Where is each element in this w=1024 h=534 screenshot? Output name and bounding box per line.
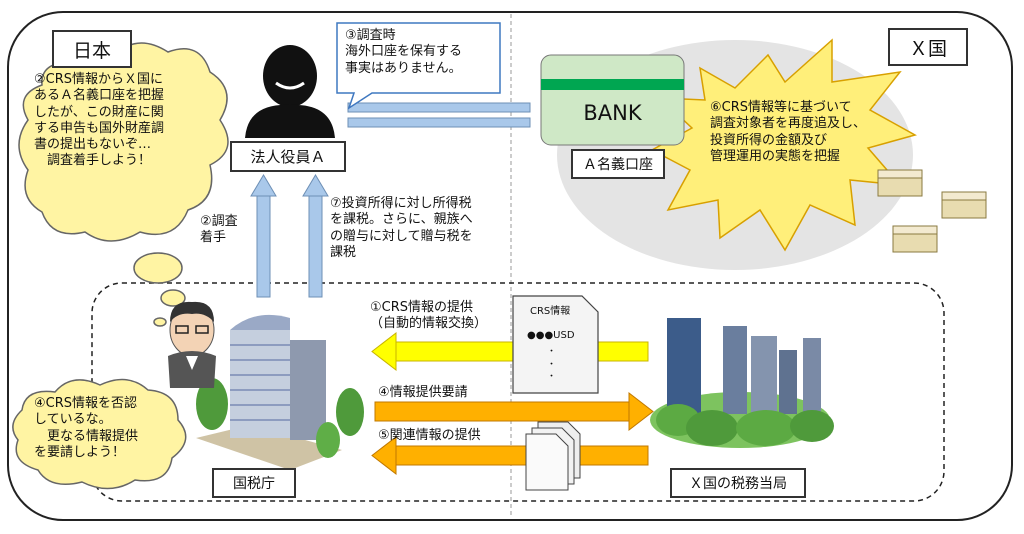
- crs-doc-amount: ●●●USD: [527, 330, 575, 341]
- thought-dot: [133, 252, 183, 284]
- bank-account-label: Ａ名義口座: [571, 149, 665, 179]
- papers-icon: [525, 421, 581, 491]
- crs-doc-title: CRS情報: [530, 306, 571, 317]
- crs-document-icon: [512, 295, 599, 394]
- arrow-step5-left: [371, 435, 649, 476]
- x-tax-authority-icon: [650, 318, 834, 448]
- x-tax-authority-label: Ｘ国の税務当局: [670, 468, 806, 498]
- link-bar-bottom: [347, 117, 531, 128]
- step7-label: ⑦投資所得に対し所得税 を課税。さらに、親族へ の贈与に対して贈与税を 課税: [330, 196, 473, 260]
- officer-label: 法人役員Ａ: [230, 141, 346, 172]
- step2-label: ②調査 着手: [200, 214, 238, 246]
- bank-icon: [540, 54, 685, 146]
- thought-bottom-text: ④CRS情報を否認 しているな。 更なる情報提供 を要請しよう！: [34, 396, 139, 460]
- person-silhouette-icon: [245, 45, 335, 138]
- money-icon: [877, 169, 987, 253]
- step6-note: ⑥CRS情報等に基づいて 調査対象者を再度追及し、 投資所得の金額及び 管理運用…: [710, 100, 867, 164]
- japan-label: 日本: [52, 30, 132, 68]
- step5-label: ⑤関連情報の提供: [378, 428, 481, 443]
- arrow-step2-up: [250, 174, 277, 298]
- nta-building-icon: [196, 314, 364, 470]
- arrow-step7-up: [302, 174, 329, 298]
- step3-note: ③調査時 海外口座を保有する 事実はありません。: [345, 28, 463, 76]
- link-bar-top: [347, 102, 531, 113]
- outer-frame: [7, 11, 1013, 521]
- step3-callout-shape: [336, 22, 501, 110]
- thought-top-text: ②CRS情報からＸ国に あるＡ名義口座を把握 したが、この財産に関 する申告も国…: [34, 72, 165, 169]
- arrow-step1-left: [371, 331, 649, 372]
- step4-label: ④情報提供要請: [378, 385, 468, 400]
- step1-label: ①CRS情報の提供 （自動的情報交換）: [370, 300, 488, 332]
- x-country-label: Ｘ国: [888, 28, 968, 66]
- thought-dot: [153, 317, 167, 327]
- arrow-step4-right: [374, 391, 654, 432]
- crs-doc-dots: ・ ・ ・: [547, 347, 557, 383]
- thought-bubble-bottom: [12, 378, 187, 490]
- bank-name: BANK: [583, 101, 642, 125]
- tax-officer-icon: [168, 301, 216, 388]
- thought-dot: [160, 289, 186, 307]
- nta-label: 国税庁: [212, 468, 296, 498]
